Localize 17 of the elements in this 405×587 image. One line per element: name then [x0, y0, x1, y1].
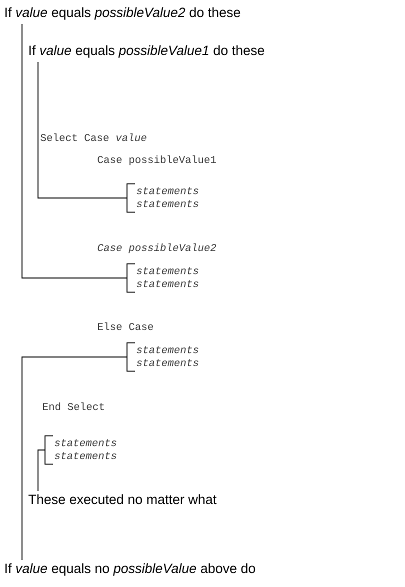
statement-bracket: statements statements [126, 263, 198, 293]
callout-text: If value equals possibleValue1 do these [29, 45, 264, 58]
leader-line [22, 24, 128, 278]
callout-text: If value equals no possibleValue above do [5, 563, 256, 576]
leader-line [38, 62, 128, 198]
leader-line [38, 450, 46, 492]
statement-bracket: statements statements [44, 435, 116, 465]
code-line: End Select [43, 402, 104, 410]
code-line: Select Case value [40, 133, 146, 142]
code-line: Case possibleValue2 [98, 243, 216, 254]
leader-line [22, 356, 128, 560]
callout-text: These executed no matter what [28, 494, 216, 504]
code-line: Else Case [98, 322, 153, 330]
callout-text: If value equals possibleValue2 do these [5, 7, 240, 20]
code-line: Case possibleValue1 [98, 155, 216, 166]
statement-bracket: statements statements [126, 183, 198, 213]
statement-bracket: statements statements [126, 342, 198, 372]
